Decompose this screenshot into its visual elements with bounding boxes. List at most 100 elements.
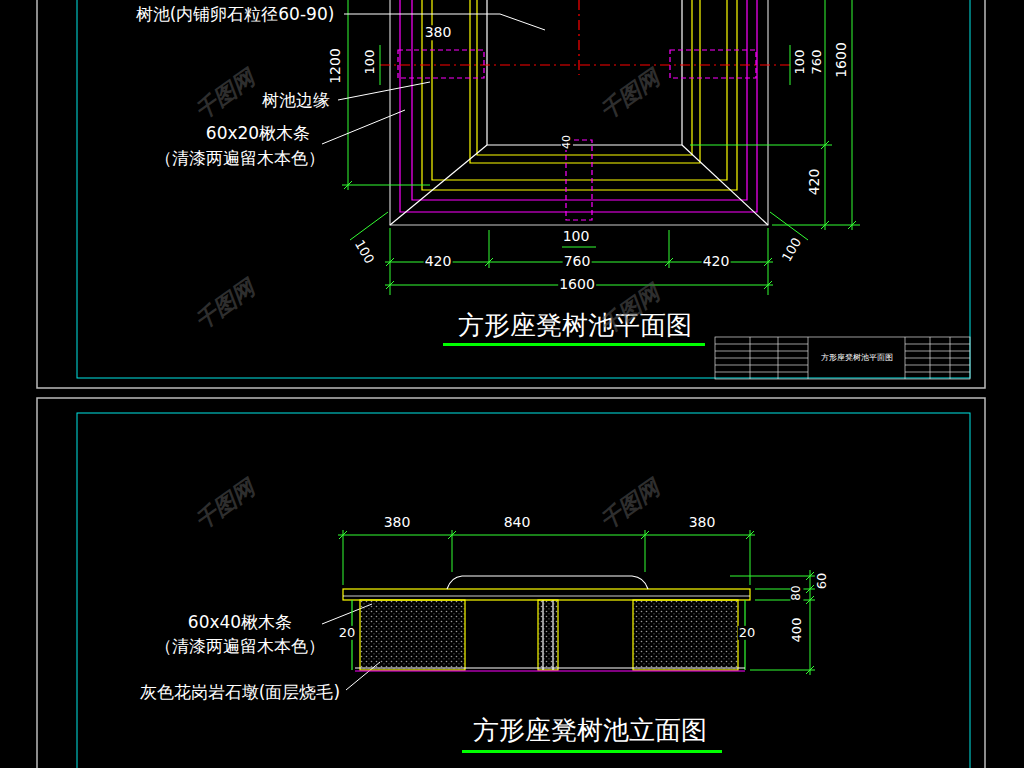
bench-elevation-part (355, 667, 745, 668)
elevation-dimensions-part (343, 530, 344, 585)
dimension-value: 60 (815, 572, 829, 591)
tree-pit-plan-part (487, 0, 682, 145)
dimension-lines-part (562, 247, 596, 248)
title-block-part (715, 337, 970, 379)
bench-elevation-part (538, 600, 558, 670)
title-block-part (905, 344, 970, 345)
sheet-frame-part (77, 0, 970, 378)
title-underline-part (443, 343, 705, 346)
dimension-lines-part (350, 212, 388, 240)
title-underline-part (462, 750, 722, 753)
sheet-frame-part (77, 413, 970, 768)
dimension-value: 1600 (558, 277, 596, 292)
bench-elevation (343, 576, 750, 671)
sheet-frame-part (37, 0, 985, 388)
dimension-lines-part (690, 145, 832, 146)
dimension-value: 80 (790, 584, 803, 601)
callout-text: （清漆两遍留木本色） (154, 149, 326, 168)
dimension-value: 100 (793, 49, 807, 76)
elevation-dimensions-part (755, 589, 815, 590)
bench-elevation-part (355, 670, 745, 671)
title-block-part (715, 344, 808, 345)
bench-elevation-part (542, 600, 543, 670)
dimension-value: 380 (383, 515, 412, 530)
dimension-value: 420 (424, 254, 453, 269)
sheet-frame (37, 0, 985, 768)
tree-pit-plan-part (670, 50, 756, 78)
elevation-dimensions-part (339, 531, 754, 539)
bench-elevation-part (633, 600, 738, 670)
watermark: 千图网 (595, 476, 665, 535)
dimension-value: 840 (503, 515, 532, 530)
tree-pit-plan-part (432, 0, 727, 180)
elevation-dimensions-part (810, 570, 811, 675)
dimension-value: 40 (561, 134, 573, 150)
title-block-part (905, 365, 970, 366)
dimension-value: 760 (563, 254, 592, 269)
tree-pit-plan-part (400, 0, 757, 212)
tree-pit-plan (380, 0, 790, 225)
dimension-lines-part (772, 225, 860, 226)
watermark: 千图网 (190, 276, 260, 335)
tree-pit-plan-part (390, 0, 768, 225)
elevation-dimensions-part (750, 670, 815, 671)
dimension-value: 100 (351, 237, 377, 267)
dimension-lines-part (790, 45, 791, 85)
dimension-lines-part (852, 0, 853, 230)
dimension-value: 1600 (834, 41, 849, 79)
title-block-part (905, 372, 970, 373)
callout-text: （清漆两遍留木本色） (154, 637, 326, 656)
callout-text: 灰色花岗岩石墩(面层烧毛) (139, 683, 341, 702)
elevation-dimensions-part (755, 600, 815, 601)
drawing-title: 方形座凳树池平面图 (457, 311, 693, 340)
tree-pit-plan-part (470, 0, 700, 163)
dimension-lines-part (380, 45, 381, 85)
title-underline (443, 343, 722, 753)
elevation-dimensions-part (645, 530, 646, 572)
elevation-dimensions (338, 530, 815, 675)
tree-pit-plan-part (398, 50, 484, 78)
elevation-dimensions-part (730, 576, 815, 577)
dimension-value: 100 (363, 49, 377, 76)
dimension-value: 420 (702, 254, 731, 269)
elevation-dimensions-part (806, 572, 814, 674)
dimension-value: 20 (338, 626, 357, 640)
watermark: 千图网 (190, 476, 260, 535)
dimension-lines-part (770, 212, 808, 240)
dimension-value: 100 (562, 229, 591, 244)
callout-text: 树池边缘 (261, 91, 331, 110)
bench-elevation-part (343, 596, 750, 597)
bench-elevation-part (552, 600, 553, 670)
tree-pit-plan-part (422, 0, 737, 190)
tree-pit-plan-part (412, 0, 747, 200)
title-block (715, 337, 970, 379)
title-block-part (715, 351, 808, 352)
dimension-value: 100 (779, 235, 805, 265)
title-block-part (715, 372, 808, 373)
watermark: 千图网 (595, 66, 665, 125)
dimension-value: 380 (424, 25, 453, 40)
dimension-lines-part (825, 0, 826, 230)
tree-pit-plan-part (566, 140, 592, 220)
elevation-dimensions-part (750, 530, 751, 585)
tree-pit-plan-part (380, 64, 790, 65)
dimension-value: 760 (810, 49, 824, 76)
leader-lines-part (338, 82, 430, 100)
leader-lines-part (322, 110, 405, 144)
title-block-part (905, 358, 970, 359)
dimension-lines-part (344, 181, 352, 189)
callout-text: 60x40楸木条 (187, 613, 293, 632)
drawing-title: 方形座凳树池立面图 (472, 716, 708, 745)
dimension-value: 20 (738, 626, 757, 640)
elevation-dimensions-part (452, 530, 453, 572)
bench-elevation-part (343, 589, 750, 600)
title-block-part (715, 365, 808, 366)
tree-pit-plan-part (578, 0, 579, 75)
dimension-lines-part (348, 0, 349, 190)
title-block-text: 方形座凳树池平面图 (820, 354, 894, 363)
sheet-frame-part (37, 398, 985, 768)
watermark: 千图网 (190, 66, 260, 125)
dimension-lines-part (821, 141, 856, 229)
